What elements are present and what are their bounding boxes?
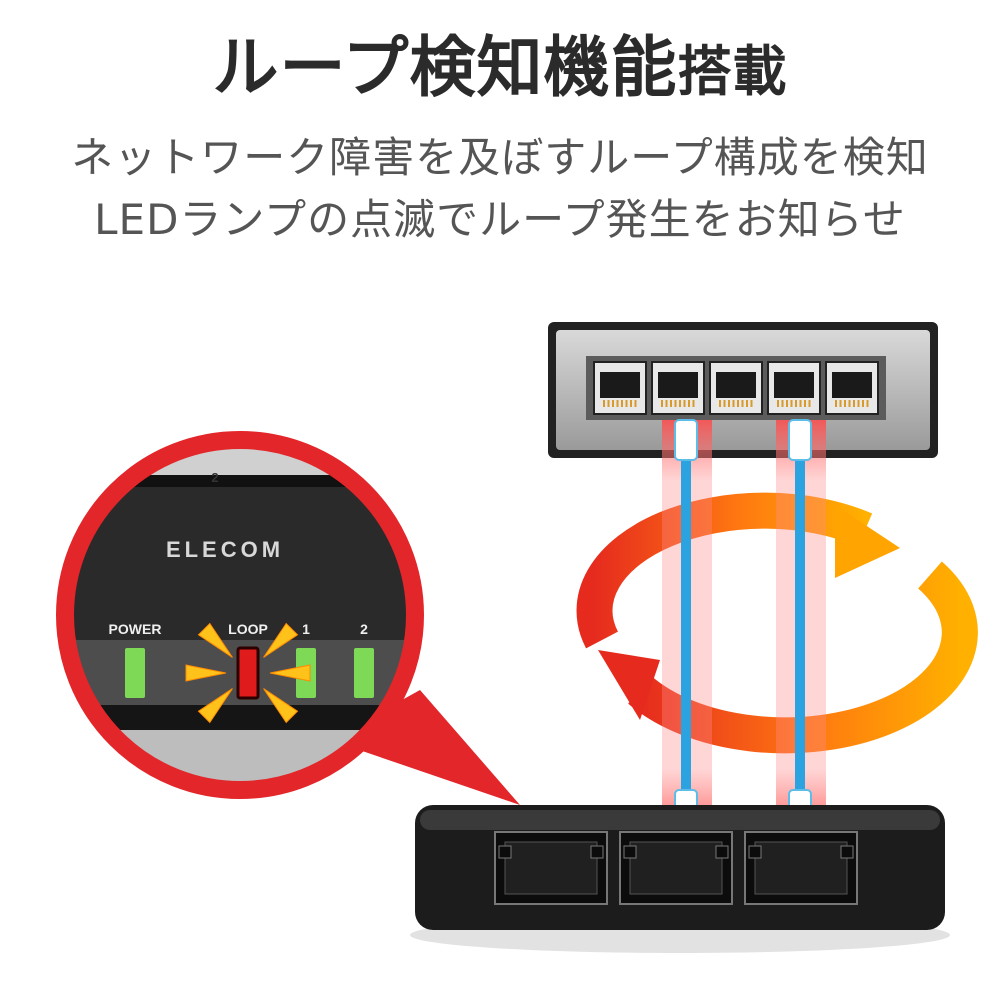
led-loop	[236, 646, 260, 700]
headline: ループ検知機能搭載	[0, 28, 1000, 112]
top-edge-label: 2	[211, 470, 218, 485]
subtitle-line-2: LEDランプの点滅でループ発生をお知らせ	[94, 195, 906, 244]
top-switch-port	[593, 361, 647, 415]
led-2	[354, 648, 374, 698]
top-switch-port	[767, 361, 821, 415]
led-power	[125, 648, 145, 698]
flash-rays-icon	[185, 622, 311, 724]
headline-tail: 搭載	[677, 40, 788, 103]
brand-logo: ELECOM	[166, 537, 284, 562]
bottom-switch	[410, 805, 950, 953]
bottom-switch-port	[494, 831, 608, 905]
led-label-loop: LOOP	[228, 621, 268, 637]
top-switch-port	[651, 361, 705, 415]
top-switch-port	[825, 361, 879, 415]
subtitle-line-1: ネットワーク障害を及ぼすループ構成を検知	[71, 133, 929, 182]
bottom-switch-port	[744, 831, 858, 905]
led-label-power: POWER	[109, 621, 162, 637]
bottom-switch-port	[619, 831, 733, 905]
top-switch	[548, 322, 938, 458]
led-label-2: 2	[360, 621, 368, 637]
headline-main: ループ検知機能	[212, 29, 678, 106]
led-label-1: 1	[302, 621, 310, 637]
top-switch-port	[709, 361, 763, 415]
